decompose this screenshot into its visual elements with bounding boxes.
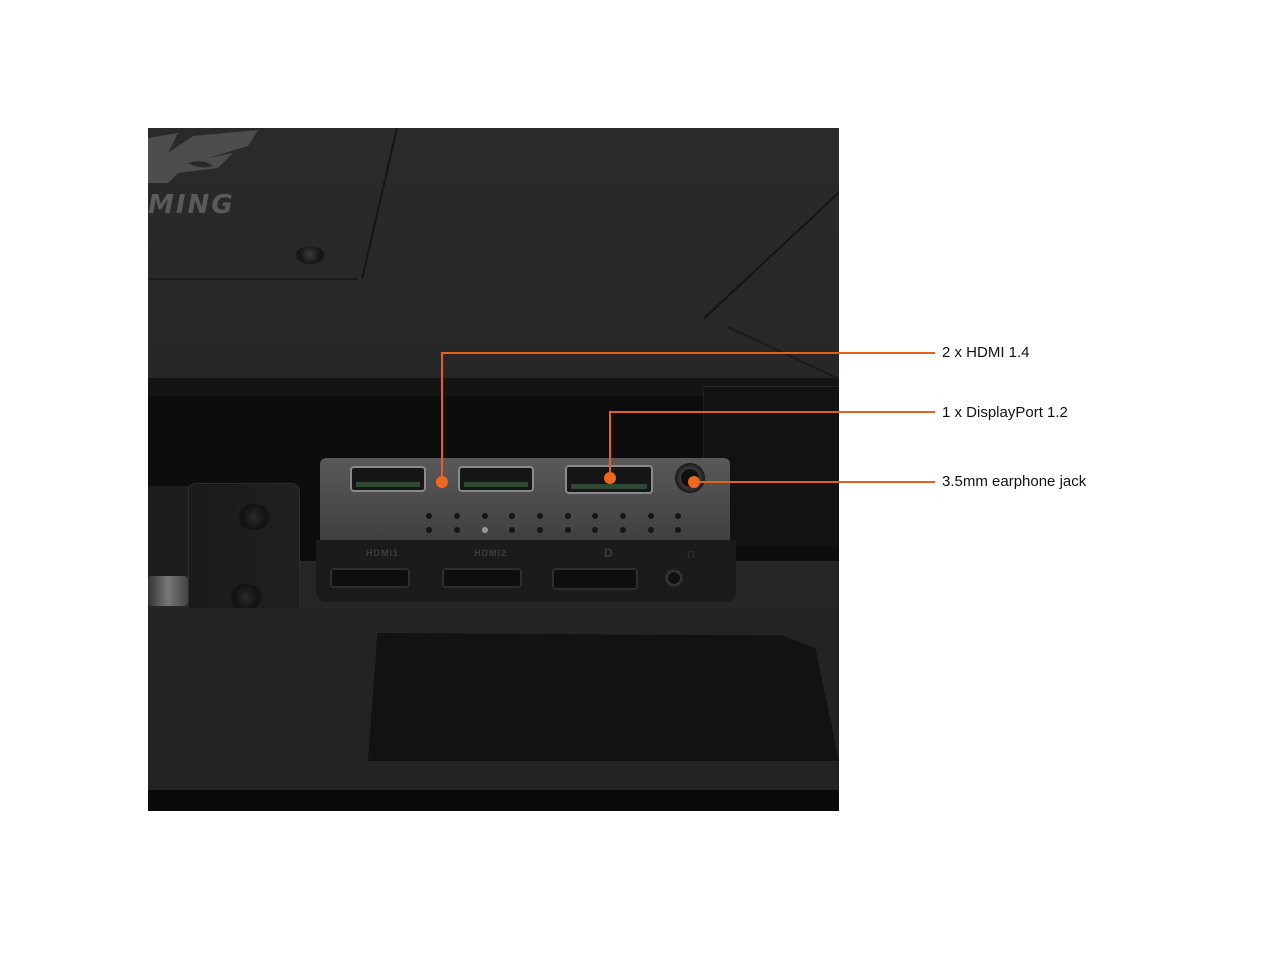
vent-hole <box>675 527 681 533</box>
vent-hole <box>509 513 515 519</box>
vent-hole <box>454 513 460 519</box>
displayport-callout-dot <box>604 472 616 484</box>
bottom-edge <box>148 790 839 811</box>
vent-hole <box>454 527 460 533</box>
screw-icon <box>296 246 324 264</box>
vent-hole <box>537 527 543 533</box>
port-label-strip: HDMI1 HDMI2 D ∩ <box>316 540 736 602</box>
earphone-jack-outline <box>664 568 684 588</box>
screw-icon <box>229 584 263 610</box>
vent-hole <box>675 513 681 519</box>
hdmi-port-outline-2 <box>442 568 522 588</box>
vent-hole <box>592 527 598 533</box>
earphone-callout-label: 3.5mm earphone jack <box>942 473 1087 490</box>
hdmi-port-2 <box>458 466 534 492</box>
vent-hole <box>565 513 571 519</box>
vent-hole <box>482 527 488 533</box>
panel-seam <box>148 278 358 280</box>
headphone-icon: ∩ <box>686 545 698 561</box>
io-plate <box>320 458 730 543</box>
earphone-callout-line <box>695 481 935 483</box>
vent-hole <box>482 513 488 519</box>
hdmi-port-1 <box>350 466 426 492</box>
vent-hole <box>620 513 626 519</box>
panel-edge-line <box>361 128 398 280</box>
brand-logo-text: MING <box>148 190 235 220</box>
panel-edge-line <box>703 188 839 320</box>
hdmi-callout-dot <box>436 476 448 488</box>
displayport-icon: D <box>604 546 614 560</box>
panel-shadow-band <box>148 378 839 396</box>
eagle-logo-icon <box>148 130 258 183</box>
hdmi-callout-line-horizontal <box>441 352 935 354</box>
vent-hole <box>509 527 515 533</box>
hdmi-callout-line-vertical <box>441 352 443 482</box>
product-photo: MING <box>148 128 839 811</box>
displayport-callout-line-vertical <box>609 411 611 477</box>
hdmi2-port-label: HDMI2 <box>474 548 508 558</box>
displayport-callout-line-horizontal <box>609 411 935 413</box>
earphone-callout-dot <box>688 476 700 488</box>
hdmi-port-outline-1 <box>330 568 410 588</box>
label-sticker-area <box>368 633 839 761</box>
vent-hole <box>426 513 432 519</box>
vent-hole <box>537 513 543 519</box>
screw-icon <box>237 504 271 530</box>
displayport-outline <box>552 568 638 590</box>
vent-hole <box>648 527 654 533</box>
vent-hole <box>565 527 571 533</box>
vent-hole <box>426 527 432 533</box>
upper-back-panel: MING <box>148 128 839 381</box>
hdmi-callout-label: 2 x HDMI 1.4 <box>942 344 1030 361</box>
vent-hole <box>592 513 598 519</box>
displayport-callout-label: 1 x DisplayPort 1.2 <box>942 404 1068 421</box>
hdmi1-port-label: HDMI1 <box>366 548 400 558</box>
vent-hole <box>648 513 654 519</box>
hinge-pin <box>148 576 188 606</box>
vent-hole <box>620 527 626 533</box>
